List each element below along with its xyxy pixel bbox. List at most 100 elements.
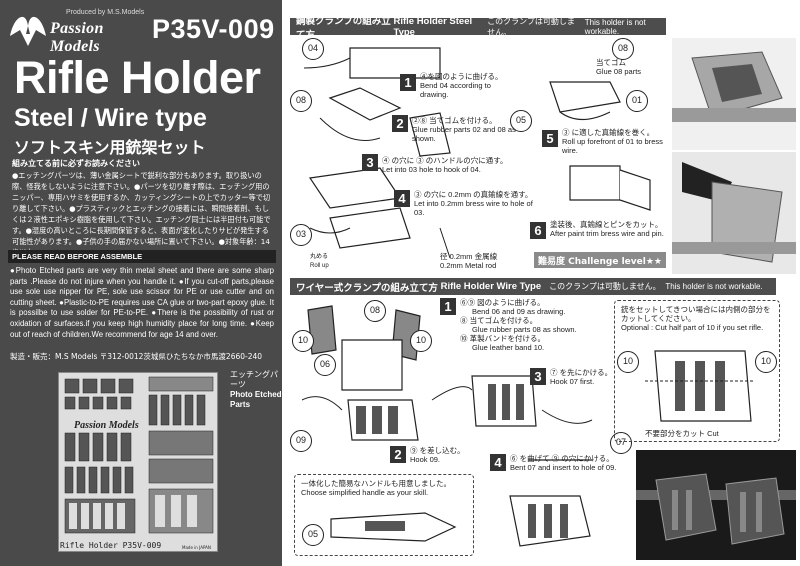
brand-logo: Produced by M.S.Models Passion Models — [6, 4, 154, 55]
optional-cut-drawing — [645, 350, 755, 422]
steel-step-6-en: After paint trim bress wire and pin. — [550, 229, 664, 238]
steel-step-2-en: Glue rubber parts 02 and 08 as shown. — [412, 125, 516, 143]
maker-address: 製造・販売：M.S Models 〒312-0012茨城県ひたちなか市馬渡266… — [10, 352, 263, 361]
wire-band-en: Rifle Holder Wire Type — [440, 281, 542, 292]
steel-band-jp: 鋼製クランプの組み立て方 — [296, 15, 391, 41]
steel-band-en: Rifle Holder Steel Type — [393, 15, 473, 38]
wire-part-07-label: 07 — [610, 432, 632, 454]
steel-step-1-text: ④を図のように曲げる。 Bend 04 according to drawing… — [420, 72, 520, 99]
wire-part-08-label: 08 — [364, 300, 386, 322]
left-info-panel: Produced by M.S.Models Passion Models P3… — [0, 0, 282, 566]
steel-type-band: 鋼製クランプの組み立て方 Rifle Holder Steel Type このク… — [290, 15, 666, 41]
simple-handle-drawing — [330, 512, 457, 542]
notes-en-body: ●Photo Etched parts are very thin metal … — [10, 266, 274, 339]
wire-step-4-en: Bent 07 and insert to hole of 09. — [510, 463, 617, 472]
wire-step-2-en: Hook 09. — [410, 455, 441, 464]
optional-part-10-label: 10 — [617, 351, 639, 373]
optional-note-jp: 銃をセットしてきつい場合には内側の部分をカットしてください。 — [621, 305, 771, 323]
wire-step-1-number: 1 — [440, 298, 456, 315]
fret-label-jp: エッチングパーツ — [230, 370, 278, 389]
brand-name: Passion Models — [50, 20, 104, 55]
wire-step-2-jp: ⑨ を差し込む。 — [410, 446, 465, 455]
optional-note: 銃をセットしてきつい場合には内側の部分をカットしてください。 Optional … — [621, 305, 771, 332]
fret-label: エッチングパーツ Photo Etched Parts — [230, 370, 282, 410]
steel-step-2-number: 2 — [392, 115, 408, 132]
steel-step-3-text: ④ の穴に ③ のハンドルの穴に通す。 Let into 03 hole to … — [382, 156, 532, 174]
steel-photo-2 — [672, 152, 796, 274]
wire-part-10-label: 10 — [292, 330, 314, 352]
metal-rod-en: 0.2mm Metal rod — [440, 261, 497, 270]
fret-label-en: Photo Etched Parts — [230, 390, 282, 409]
challenge-level: 難易度 Challenge level★★ — [534, 252, 666, 268]
steel-step-4-jp: ③ の穴に 0.2mm の真鍮線を通す。 — [414, 190, 533, 199]
steel-step-3-en: Let into 03 hole to hook of 04. — [382, 165, 481, 174]
wire-step-1-jp2: ⑧ 当てゴムを付ける。 — [460, 316, 538, 325]
roll-up-en: Roll up — [310, 263, 329, 269]
steel-not-workable-en: This holder is not workable. — [584, 17, 646, 36]
part-04-label: 04 — [302, 38, 324, 60]
metal-rod-note: 径 0.2mm 金属線 0.2mm Metal rod — [440, 252, 530, 270]
part-03-label: 03 — [290, 224, 312, 246]
wire-step-1-jp1: ⑥⑨ 図のように曲げる。 — [460, 298, 545, 307]
metal-rod-jp: 径 0.2mm 金属線 — [440, 252, 498, 261]
steel-step-5-text: ③ に適した真鍮線を巻く。 Roll up forefront of 01 to… — [562, 128, 666, 155]
optional-note-en: Optional : Cut half part of 10 if you se… — [621, 323, 764, 332]
wire-band-jp: ワイヤー式クランプの組み立て方 — [296, 282, 438, 294]
wire-edge-spacer — [786, 300, 798, 442]
steel-step-6-jp: 塗装後、真鍮線とピンをカット。 — [550, 220, 663, 229]
wire-step-1-jp3: ⑩ 革製バンドを付ける。 — [460, 334, 545, 343]
wire-step-3-en: Hook 07 first. — [550, 377, 595, 386]
wire-assembly-drawing — [301, 305, 593, 461]
part-05-label: 05 — [510, 110, 532, 132]
wire-step-4-jp: ⑥ を曲げて ⑨ の穴にかける。 — [510, 454, 614, 463]
eagle-logo-icon — [10, 16, 46, 46]
simple-note-en: Choose simplified handle as your skill. — [301, 488, 429, 497]
steel-step-4-number: 4 — [394, 190, 410, 207]
steel-step-1-en: Bend 04 according to drawing. — [420, 81, 491, 99]
part-01-label: 01 — [626, 90, 648, 112]
steel-clamp-drawing — [549, 81, 621, 121]
wire-step-4-number: 4 — [490, 454, 506, 471]
simplified-handle-box: 一体化した簡易なハンドルも用意しました。 Choose simplified h… — [294, 474, 474, 556]
steel-step-1-number: 1 — [400, 74, 416, 91]
part-08-label-b: 08 — [612, 38, 634, 60]
fret-parts-drawing — [64, 376, 214, 534]
simple-note-jp: 一体化した簡易なハンドルも用意しました。 — [301, 479, 451, 488]
steel-step-5-number: 5 — [542, 130, 558, 147]
wire-not-workable-en: This holder is not workable. — [665, 282, 763, 291]
steel-step-4-text: ③ の穴に 0.2mm の真鍮線を通す。 Let into 0.2mm bres… — [414, 190, 534, 217]
steel-clamp-assembled-drawing — [569, 165, 651, 211]
product-code: P35V-009 — [152, 14, 275, 44]
fret-made-in: Made in JAPAN — [182, 545, 211, 550]
wire-step-1-en1: Bend 06 and 09 as drawing. — [472, 307, 566, 316]
wire-step-1-en3: Glue leather band 10. — [472, 343, 545, 352]
product-subtitle: Steel / Wire type — [14, 104, 207, 132]
glue-08-note: 当てゴム Glue 08 parts — [596, 58, 666, 76]
steel-step-1-jp: ④を図のように曲げる。 — [420, 72, 503, 81]
steel-step-2-text: ②⑧ 当てゴムを付ける。 Glue rubber parts 02 and 08… — [412, 116, 522, 143]
wire-step-1-text: ⑥⑨ 図のように曲げる。 Bend 06 and 09 as drawing. … — [460, 298, 600, 352]
wire-step-3-number: 3 — [530, 368, 546, 385]
steel-not-workable-jp: このクランプは可動しません。 — [487, 16, 575, 37]
wire-final-drawing — [509, 495, 591, 547]
produced-by: Produced by M.S.Models — [66, 9, 145, 16]
optional-cut-box: 銃をセットしてきつい場合には内側の部分をカットしてください。 Optional … — [614, 300, 780, 442]
product-title-jp: ソフトスキン用銃架セット — [14, 138, 206, 157]
roll-up-jp: 丸める — [310, 254, 329, 260]
wire-not-workable-jp: このクランプは可動しません。 — [549, 282, 661, 291]
part-08-label: 08 — [290, 90, 312, 112]
steel-step-5-jp: ③ に適した真鍮線を巻く。 — [562, 128, 655, 137]
wire-part-06-label: 06 — [314, 354, 336, 376]
wire-step-3-text: ⑦ を先にかける。 Hook 07 first. — [550, 368, 614, 386]
cut-note: 不要部分をカット Cut — [645, 429, 719, 438]
steel-step-3-jp: ④ の穴に ③ のハンドルの穴に通す。 — [382, 156, 508, 165]
steel-step-6-number: 6 — [530, 222, 546, 239]
optional-part-10-label-b: 10 — [755, 351, 777, 373]
wire-step-2-number: 2 — [390, 446, 406, 463]
steel-assembly-drawing — [303, 47, 451, 259]
wire-type-band: ワイヤー式クランプの組み立て方 Rifle Holder Wire Type こ… — [290, 278, 776, 295]
notes-jp-body: ●エッチングパーツは、薄い金属シートで鋭利な部分もあります。取り扱いの際、怪我を… — [12, 171, 271, 257]
photo-etched-fret — [58, 372, 218, 552]
roll-up-note: 丸める Roll up — [310, 253, 350, 271]
wire-part-09-label: 09 — [290, 430, 312, 452]
